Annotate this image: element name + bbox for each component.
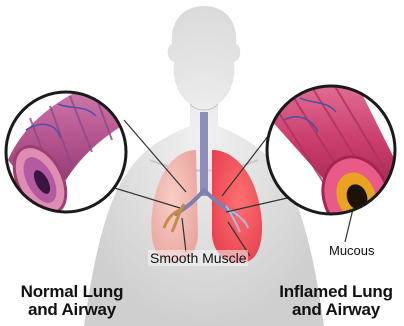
normal-lung-caption-line-1: Normal Lung	[6, 283, 138, 301]
inflamed-lung-caption-line-2: and Airway	[268, 301, 404, 319]
normal-lung-caption-line-2: and Airway	[6, 301, 138, 319]
smooth-muscle-label: Smooth Muscle	[148, 250, 248, 266]
normal-lung-caption: Normal Lung and Airway	[6, 283, 138, 319]
inflamed-lung-caption: Inflamed Lung and Airway	[268, 283, 404, 319]
inflamed-lung-caption-line-1: Inflamed Lung	[268, 283, 404, 301]
trachea	[200, 112, 208, 196]
mucous-label: Mucous	[327, 243, 377, 258]
